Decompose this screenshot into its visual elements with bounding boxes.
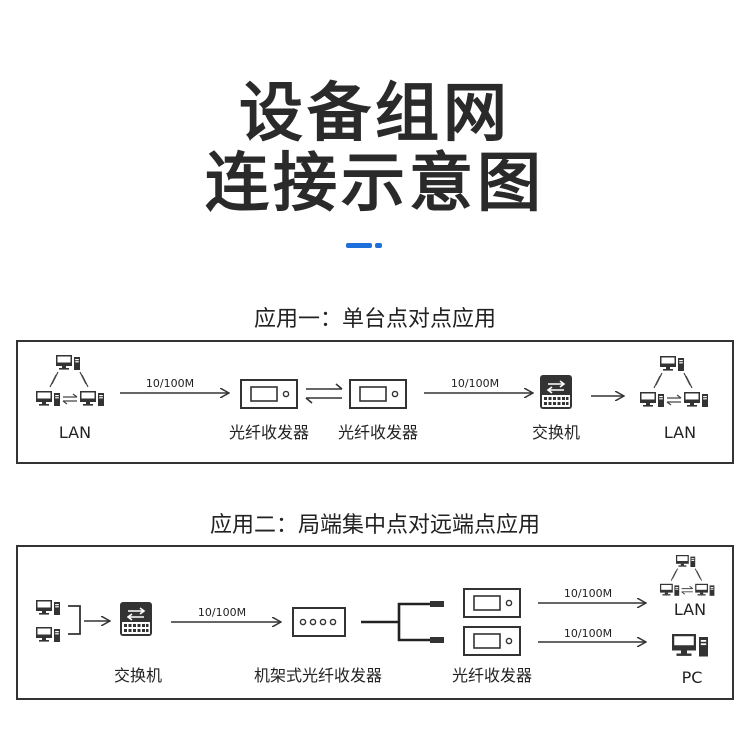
section2-speed-label-top: 10/100M	[563, 587, 613, 600]
accent-divider	[346, 243, 382, 248]
section2-transceiver-bottom-icon	[463, 626, 521, 656]
section2-switch-label: 交换机	[113, 666, 163, 685]
section1-switch-label: 交换机	[531, 423, 581, 442]
section2-switch-icon	[119, 601, 153, 637]
section2-pc-bottom-icon	[36, 627, 60, 642]
section2-lan-label: LAN	[673, 600, 707, 619]
page-title-line2: 连接示意图	[205, 147, 545, 221]
section2-pc-icon	[672, 634, 708, 657]
section1-lan-right-icon	[640, 356, 708, 407]
section2-rack-transceiver-icon	[292, 607, 346, 637]
section2-fiber-split	[361, 601, 444, 643]
section2-pc-top-icon	[36, 600, 60, 615]
section2-heading: 应用二：局端集中点对远端点应用	[209, 513, 540, 538]
section1-transceiver-a-label: 光纤收发器	[228, 423, 310, 442]
section2-speed-label-1: 10/100M	[197, 606, 247, 619]
section1-switch-icon	[539, 374, 573, 410]
section2-diagram-frame	[16, 545, 734, 700]
section1-lan-left-label: LAN	[58, 423, 92, 442]
section1-speed-label-2: 10/100M	[450, 377, 500, 390]
section1-speed-label-1: 10/100M	[145, 377, 195, 390]
section2-rack-transceiver-label: 机架式光纤收发器	[253, 666, 383, 685]
section2-pc-bracket	[68, 605, 81, 635]
section2-speed-label-bottom: 10/100M	[563, 627, 613, 640]
section1-transceiver-b-label: 光纤收发器	[337, 423, 419, 442]
section1-lan-left-icon	[36, 355, 104, 406]
section1-transceiver-a-icon	[240, 379, 298, 409]
section1-lan-right-label: LAN	[663, 423, 697, 442]
section1-diagram-frame	[16, 340, 734, 464]
section2-pc-label: PC	[681, 668, 703, 687]
section1-transceiver-b-icon	[349, 379, 407, 409]
section2-lan-icon	[660, 555, 714, 596]
section1-fiber-exchange-arrows	[305, 383, 343, 404]
section2-transceiver-top-icon	[463, 588, 521, 618]
section1-heading: 应用一：单台点对点应用	[253, 307, 496, 332]
section2-transceiver-label: 光纤收发器	[451, 666, 533, 685]
page-title-line1: 设备组网	[239, 77, 511, 151]
